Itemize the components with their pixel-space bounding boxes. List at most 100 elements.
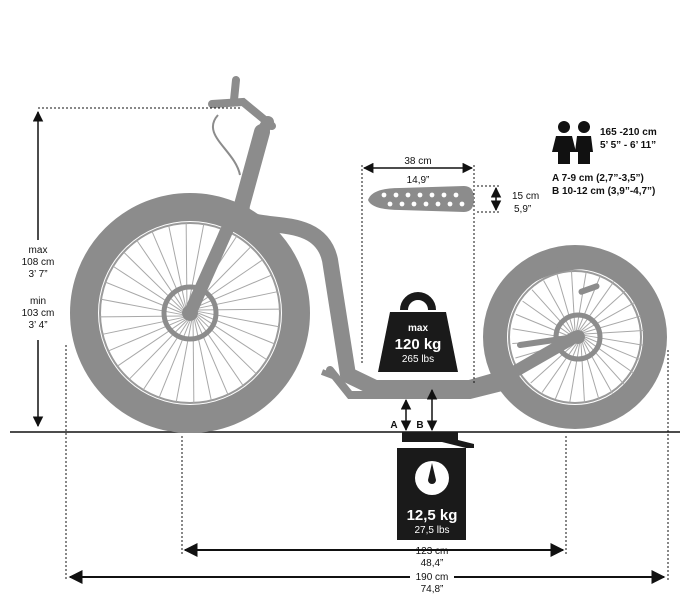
wheel-spoke [584, 334, 644, 346]
two-people-icon [552, 121, 593, 164]
wheel-spoke [185, 223, 188, 306]
wheel-spoke [196, 317, 244, 386]
deck-hole [435, 201, 441, 207]
wheelbase-dimension: 123 cm 48,4” [181, 436, 567, 569]
wheel-spoke [195, 318, 229, 395]
wheel-spoke [102, 316, 184, 335]
wheel-spoke [112, 265, 183, 312]
frame [233, 124, 513, 396]
wheel-spoke [543, 280, 573, 333]
deck-hole [387, 201, 393, 207]
wheel-spoke [197, 308, 280, 311]
total-length-cm: 190 cm [416, 572, 449, 583]
wheel-spoke [541, 343, 577, 393]
scooter-weight-lbs: 27,5 lbs [414, 525, 449, 536]
wheel-spoke [583, 339, 625, 385]
height-min-in: 3’ 4” [28, 320, 47, 331]
deck-hole [459, 201, 465, 207]
deck-depth-in: 5,9” [514, 204, 531, 215]
rider-height-in: 5’ 5” - 6’ 11” [600, 140, 656, 151]
wheel-spoke [108, 318, 185, 352]
height-dimension: max 108 cm 3’ 7” min 103 cm 3’ 4” [10, 107, 240, 428]
deck-hole [417, 192, 423, 198]
wheel-spoke [581, 342, 600, 400]
scooter-weight-kg: 12,5 kg [407, 507, 458, 524]
wheel-spoke [583, 315, 641, 334]
total-length-in: 74,8” [421, 584, 444, 595]
wheel-spoke [158, 320, 191, 398]
wheel-spoke [196, 291, 278, 310]
rider-info: 165 -210 cm 5’ 5” - 6’ 11” A 7-9 cm (2,7… [552, 121, 657, 197]
wheel-spoke [584, 329, 644, 335]
wheelbase-in: 48,4” [421, 558, 444, 569]
deck-hole [441, 192, 447, 198]
wheel-spoke [556, 274, 575, 332]
wheel-spoke [100, 315, 183, 318]
deck-hole [381, 192, 387, 198]
weight-scale: 12,5 kg 27,5 lbs [397, 432, 474, 540]
wheel-spoke [100, 298, 183, 316]
wheel-spoke [531, 289, 573, 335]
max-load-badge: max 120 kg 265 lbs [378, 292, 458, 372]
wheel-spoke [117, 319, 186, 367]
wheel-spoke [522, 300, 572, 336]
wheel-spoke [554, 343, 579, 400]
scooter-silhouette [70, 76, 667, 433]
deck-width-dimension: 38 cm 14,9” [361, 156, 475, 385]
deck-hole [429, 192, 435, 198]
height-min-cm: 103 cm [22, 308, 55, 319]
wheel-spoke [582, 302, 635, 332]
wheel-spoke [197, 315, 257, 375]
kettlebell-weight-icon [378, 292, 458, 372]
handlebar [208, 97, 276, 130]
deck-hole [453, 192, 459, 198]
wheel-spoke [187, 223, 205, 306]
wheel-spoke [584, 338, 634, 374]
max-load-label: max [408, 323, 428, 334]
deck-depth-cm: 15 cm [512, 191, 539, 202]
wheel-spoke [192, 320, 195, 403]
clearance-b-text: B 10-12 cm (3,9”-4,7”) [552, 186, 655, 197]
wheel-spoke [175, 320, 193, 403]
wheel-spoke [570, 271, 576, 331]
wheelbase-cm: 123 cm [416, 546, 449, 557]
wheel-spoke [193, 319, 212, 401]
wheel-spoke [168, 225, 187, 307]
wheel-spoke [151, 231, 185, 308]
wheel-spoke [197, 314, 268, 361]
total-length-dimension: 190 cm 74,8” [65, 345, 669, 596]
deck-hole [399, 201, 405, 207]
deck-depth-dimension: 15 cm 5,9” [477, 185, 539, 215]
wheel-spoke [583, 341, 613, 394]
wheel-spoke [142, 320, 189, 391]
rider-height-cm: 165 -210 cm [600, 127, 657, 138]
wheel-spoke [584, 336, 641, 361]
wheel-spoke [575, 271, 587, 331]
clearance-a-text: A 7-9 cm (2,7”-3,5”) [552, 173, 644, 184]
deck-top-view [368, 186, 474, 212]
height-min-label: min [30, 296, 46, 307]
wheel-spoke [123, 251, 183, 311]
deck-hole [411, 201, 417, 207]
wheel-spoke [580, 343, 586, 403]
rear-wheel [483, 245, 667, 429]
wheel-spoke [569, 343, 581, 403]
wheel-spoke [197, 312, 275, 345]
deck-width-cm: 38 cm [404, 156, 431, 167]
clearance-a-mark: A [390, 420, 397, 431]
wheel-spoke [515, 313, 572, 338]
wheel-spoke [530, 342, 576, 384]
deck-hole [405, 192, 411, 198]
height-max-label: max [29, 245, 48, 256]
ground-clearance-markers: A B [388, 388, 438, 432]
height-max-in: 3’ 7” [28, 269, 47, 280]
wheel-spoke [195, 274, 272, 308]
wheel-spoke [194, 259, 263, 307]
wheel-spoke [197, 310, 280, 328]
max-load-lbs: 265 lbs [402, 354, 434, 365]
deck-hole [423, 201, 429, 207]
deck-width-in: 14,9” [407, 175, 430, 186]
wheel-spoke [128, 320, 188, 380]
deck-hole [447, 201, 453, 207]
